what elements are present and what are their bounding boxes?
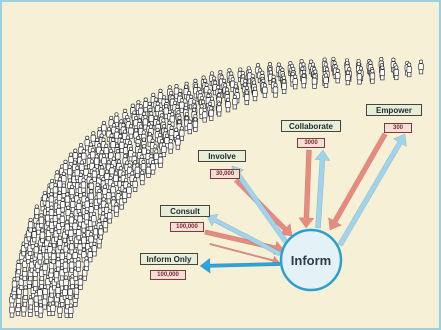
person-icon bbox=[107, 208, 113, 224]
person-icon bbox=[323, 73, 329, 88]
person-icon bbox=[38, 303, 44, 318]
person-icon bbox=[272, 82, 279, 98]
person-icon bbox=[91, 211, 97, 227]
person-icon bbox=[418, 59, 424, 75]
person-icon bbox=[406, 62, 412, 78]
person-icon bbox=[38, 213, 45, 228]
collaborate-red-arrow bbox=[298, 149, 315, 229]
person-icon bbox=[379, 65, 385, 81]
person-icon bbox=[106, 188, 112, 204]
person-icon bbox=[187, 119, 193, 135]
empower-label: Empower bbox=[366, 104, 422, 116]
person-icon bbox=[96, 188, 103, 204]
person-icon bbox=[292, 74, 298, 90]
person-icon bbox=[34, 204, 40, 220]
inform-only-label: Inform Only bbox=[140, 253, 198, 265]
person-icon bbox=[88, 189, 94, 204]
person-icon bbox=[122, 188, 128, 203]
inform-only-arrow bbox=[199, 257, 281, 274]
person-icon bbox=[80, 177, 87, 193]
person-icon bbox=[98, 224, 104, 240]
person-icon bbox=[48, 192, 55, 207]
consult-label: Consult bbox=[160, 205, 210, 217]
person-icon bbox=[60, 197, 66, 213]
person-icon bbox=[175, 135, 181, 150]
person-icon bbox=[139, 170, 145, 186]
person-icon bbox=[225, 97, 231, 113]
person-icon bbox=[132, 177, 138, 192]
person-icon bbox=[244, 90, 250, 106]
person-icon bbox=[63, 275, 69, 291]
person-icon bbox=[91, 167, 98, 182]
person-icon bbox=[73, 284, 80, 299]
inform-only-count: 100,000 bbox=[150, 270, 186, 280]
person-icon bbox=[75, 257, 82, 272]
person-icon bbox=[262, 83, 268, 98]
person-icon bbox=[31, 227, 37, 243]
person-icon bbox=[72, 248, 78, 264]
collaborate-blue-arrow bbox=[314, 149, 331, 229]
person-icon bbox=[67, 164, 73, 180]
involve-label: Involve bbox=[198, 150, 246, 162]
person-icon bbox=[134, 163, 141, 178]
person-icon bbox=[208, 106, 214, 121]
person-icon bbox=[50, 249, 57, 265]
person-icon bbox=[232, 94, 238, 110]
person-icon bbox=[168, 139, 174, 154]
person-icon bbox=[345, 70, 351, 86]
person-icon bbox=[192, 117, 199, 132]
person-icon bbox=[91, 241, 98, 257]
person-icon bbox=[101, 120, 107, 136]
person-icon bbox=[50, 301, 56, 316]
person-icon bbox=[216, 101, 222, 117]
arrows-layer bbox=[199, 132, 407, 274]
person-icon bbox=[168, 125, 175, 141]
person-icon bbox=[102, 217, 109, 233]
person-icon bbox=[145, 163, 152, 178]
person-icon bbox=[76, 199, 82, 215]
person-icon bbox=[301, 73, 307, 89]
person-icon bbox=[110, 182, 116, 198]
person-icon bbox=[252, 86, 258, 102]
empower-blue-arrow bbox=[337, 133, 407, 247]
person-icon bbox=[311, 74, 318, 89]
crowd-to-inform-arrow bbox=[209, 243, 280, 266]
involve-count: 30,000 bbox=[210, 169, 240, 179]
person-icon bbox=[52, 182, 59, 198]
person-icon bbox=[113, 202, 120, 217]
person-icon bbox=[76, 225, 82, 241]
consult-count: 100,000 bbox=[170, 222, 204, 232]
empower-count: 300 bbox=[384, 123, 412, 133]
person-icon bbox=[126, 183, 132, 198]
person-icon bbox=[335, 68, 341, 84]
empower-red-arrow bbox=[328, 132, 388, 231]
person-icon bbox=[202, 107, 208, 123]
person-icon bbox=[281, 79, 287, 94]
inform-circle bbox=[279, 228, 343, 292]
person-icon bbox=[39, 228, 46, 243]
consult-blue-arrow bbox=[206, 213, 282, 257]
person-icon bbox=[356, 69, 363, 85]
person-icon bbox=[22, 285, 29, 300]
person-icon bbox=[150, 159, 156, 175]
person-icon bbox=[62, 258, 69, 273]
person-icon bbox=[369, 69, 376, 84]
person-icon bbox=[77, 275, 84, 290]
person-icon bbox=[69, 239, 75, 255]
person-icon bbox=[157, 153, 164, 168]
person-icon bbox=[179, 126, 185, 141]
person-icon bbox=[69, 184, 75, 200]
collaborate-label: Collaborate bbox=[281, 120, 341, 132]
person-icon bbox=[57, 235, 63, 251]
person-icon bbox=[68, 303, 74, 319]
person-icon bbox=[61, 183, 67, 199]
person-icon bbox=[64, 192, 71, 207]
collaborate-count: 3000 bbox=[297, 138, 325, 148]
person-icon bbox=[59, 212, 66, 227]
person-icon bbox=[393, 65, 399, 81]
